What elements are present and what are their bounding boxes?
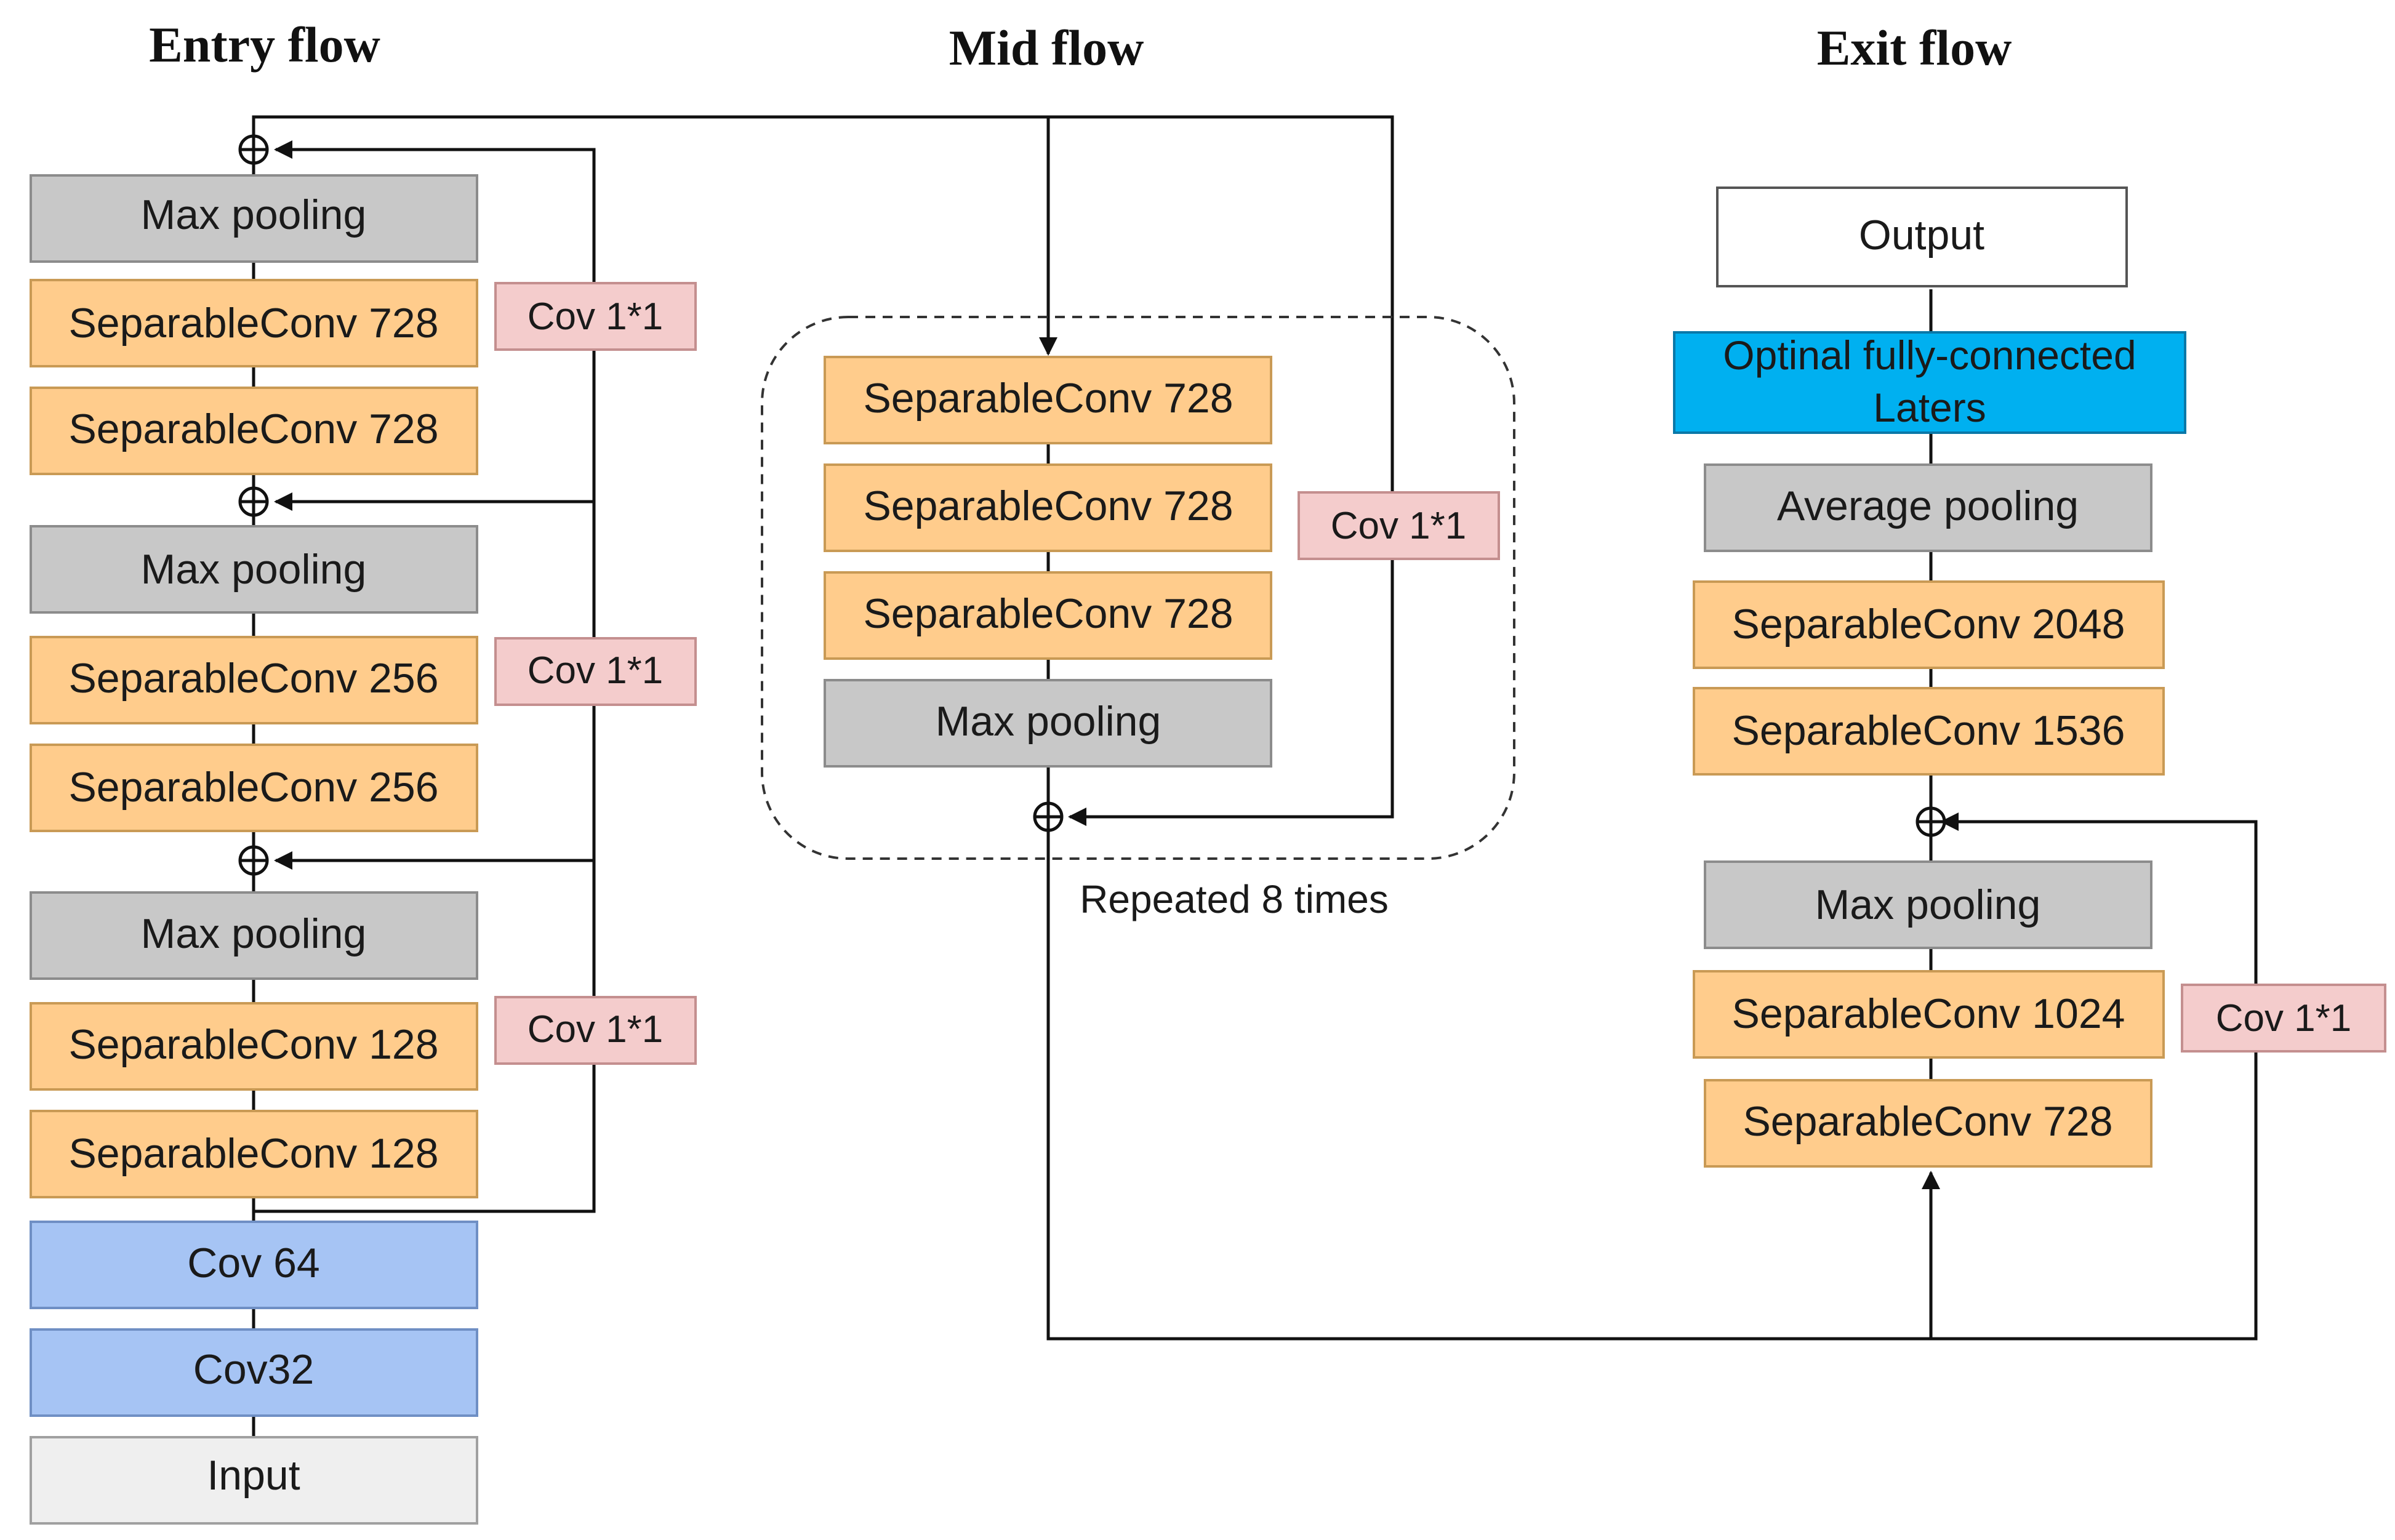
separable-conv-1536-block: SeparableConv 1536 [1693, 687, 2165, 776]
average-pooling-block: Average pooling [1704, 463, 2152, 552]
skip-conv-1x1-block: Cov 1*1 [494, 282, 697, 351]
add-node-icon [1033, 801, 1064, 832]
add-node-icon [1916, 806, 1946, 837]
separable-conv-256-block: SeparableConv 256 [30, 636, 478, 724]
svg-text:Optinal fully-connected: Optinal fully-connected [1723, 332, 2136, 378]
svg-text:SeparableConv 256: SeparableConv 256 [68, 655, 438, 702]
svg-text:SeparableConv 128: SeparableConv 128 [68, 1130, 438, 1177]
conv-32-block: Cov32 [30, 1328, 478, 1417]
svg-text:Cov32: Cov32 [193, 1346, 315, 1393]
separable-conv-1024-block: SeparableConv 1024 [1693, 970, 2165, 1059]
svg-text:SeparableConv 2048: SeparableConv 2048 [1732, 601, 2125, 648]
add-node-icon [238, 845, 269, 876]
input-block: Input [30, 1436, 478, 1525]
svg-text:SeparableConv 1024: SeparableConv 1024 [1732, 990, 2125, 1037]
svg-text:Cov 1*1: Cov 1*1 [528, 649, 664, 692]
output-block: Output [1716, 186, 2128, 287]
svg-text:SeparableConv 728: SeparableConv 728 [68, 300, 438, 347]
svg-text:SeparableConv 728: SeparableConv 728 [863, 483, 1233, 529]
svg-text:SeparableConv 728: SeparableConv 728 [863, 590, 1233, 637]
svg-text:Cov 1*1: Cov 1*1 [528, 1008, 664, 1051]
svg-text:Max pooling: Max pooling [936, 698, 1161, 745]
svg-text:Max pooling: Max pooling [141, 910, 367, 957]
exit-flow: Output Optinal fully-connected Laters Av… [1673, 186, 2386, 1168]
separable-conv-728-block: SeparableConv 728 [824, 571, 1272, 660]
max-pooling-block: Max pooling [30, 174, 478, 263]
skip-conv-1x1-block: Cov 1*1 [494, 637, 697, 706]
skip-conv-1x1-block: Cov 1*1 [494, 996, 697, 1065]
svg-text:Max pooling: Max pooling [141, 191, 367, 238]
max-pooling-block: Max pooling [30, 525, 478, 614]
separable-conv-728-block: SeparableConv 728 [824, 463, 1272, 552]
svg-text:Output: Output [1859, 212, 1984, 259]
svg-text:SeparableConv 1536: SeparableConv 1536 [1732, 707, 2125, 754]
svg-text:Cov 1*1: Cov 1*1 [528, 295, 664, 338]
separable-conv-728-block: SeparableConv 728 [30, 387, 478, 475]
svg-text:Cov 64: Cov 64 [187, 1240, 319, 1286]
separable-conv-728-block: SeparableConv 728 [1704, 1079, 2152, 1168]
add-node-icon [238, 134, 269, 165]
svg-text:SeparableConv 728: SeparableConv 728 [1743, 1098, 2112, 1145]
add-node-icon [238, 486, 269, 517]
separable-conv-728-block: SeparableConv 728 [30, 279, 478, 367]
separable-conv-128-block: SeparableConv 128 [30, 1110, 478, 1198]
mid-flow-heading: Mid flow [949, 20, 1144, 76]
separable-conv-728-block: SeparableConv 728 [824, 356, 1272, 444]
svg-text:SeparableConv 728: SeparableConv 728 [863, 375, 1233, 422]
mid-flow: SeparableConv 728 SeparableConv 728 Sepa… [824, 356, 1500, 921]
max-pooling-block: Max pooling [1704, 860, 2152, 949]
add-nodes [238, 134, 1946, 876]
skip-conv-1x1-block: Cov 1*1 [2181, 984, 2386, 1053]
max-pooling-block: Max pooling [824, 679, 1272, 768]
separable-conv-128-block: SeparableConv 128 [30, 1002, 478, 1091]
entry-flow: Max pooling SeparableConv 728 SeparableC… [30, 174, 697, 1525]
repeat-region-outline [761, 316, 1515, 860]
svg-text:Max pooling: Max pooling [1815, 881, 2041, 928]
svg-text:SeparableConv 128: SeparableConv 128 [68, 1021, 438, 1068]
svg-text:SeparableConv 728: SeparableConv 728 [68, 406, 438, 452]
svg-text:Max pooling: Max pooling [141, 546, 367, 593]
separable-conv-2048-block: SeparableConv 2048 [1693, 580, 2165, 669]
exit-flow-heading: Exit flow [1817, 20, 2012, 76]
svg-text:Cov 1*1: Cov 1*1 [1331, 505, 1467, 547]
max-pooling-block: Max pooling [30, 891, 478, 980]
svg-text:Input: Input [207, 1452, 300, 1499]
svg-text:Cov 1*1: Cov 1*1 [2216, 997, 2352, 1040]
svg-text:Laters: Laters [1873, 385, 1986, 430]
repeat-label: Repeated 8 times [1080, 877, 1389, 921]
svg-text:SeparableConv 256: SeparableConv 256 [68, 764, 438, 811]
skip-conv-1x1-block: Cov 1*1 [1298, 491, 1500, 560]
fully-connected-block: Optinal fully-connected Laters [1673, 331, 2186, 434]
svg-text:Average pooling: Average pooling [1777, 483, 2079, 529]
entry-flow-heading: Entry flow [149, 17, 380, 73]
conv-64-block: Cov 64 [30, 1221, 478, 1309]
separable-conv-256-block: SeparableConv 256 [30, 744, 478, 832]
